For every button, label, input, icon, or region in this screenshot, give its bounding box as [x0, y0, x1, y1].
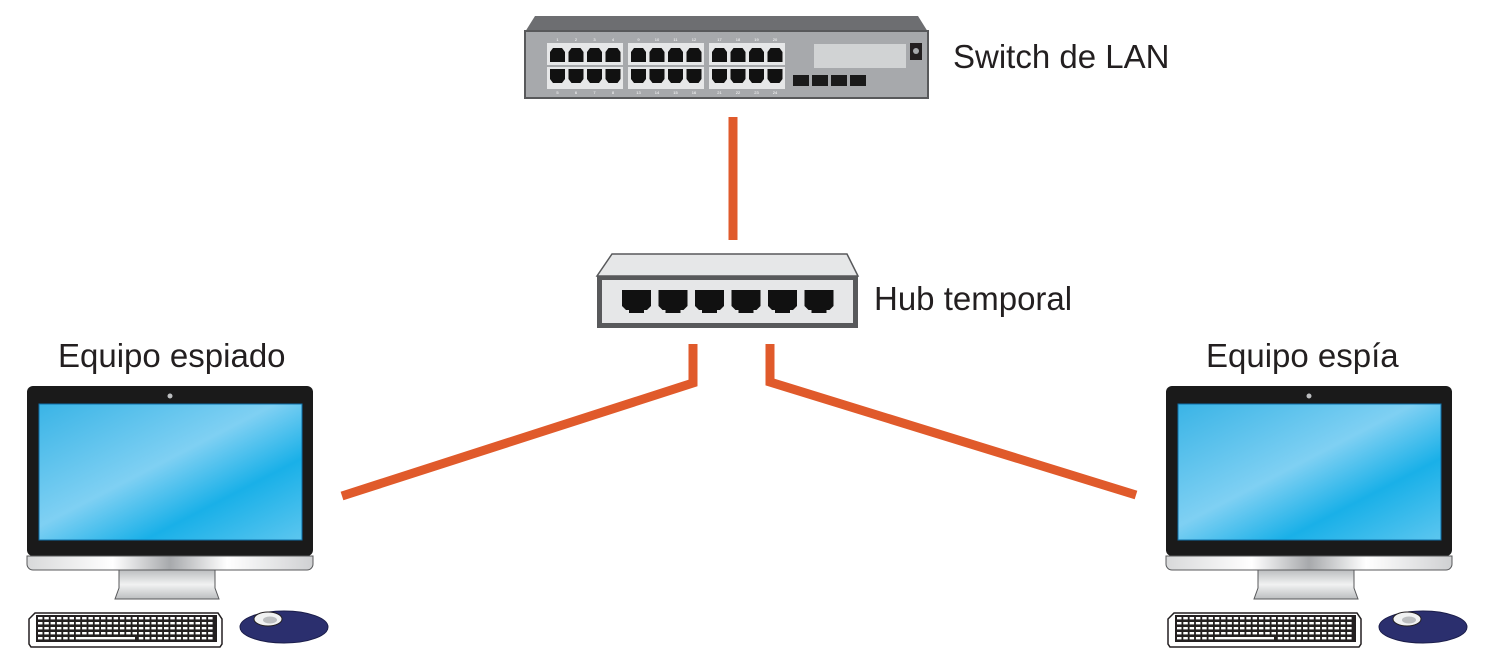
hub-port [622, 290, 651, 313]
monitor-screen [38, 403, 303, 541]
switch-label: Switch de LAN [953, 38, 1170, 75]
switch-port-label: 10 [655, 37, 660, 42]
switch-port [712, 69, 727, 83]
webcam-icon [1306, 393, 1312, 399]
switch-port-label: 16 [692, 90, 697, 95]
switch-port-label: 13 [636, 90, 641, 95]
switch-port [605, 48, 621, 62]
mouse-icon [239, 610, 329, 644]
switch-port [749, 69, 764, 83]
monitor-chin [1165, 555, 1453, 571]
keyboard-icon [1167, 612, 1362, 648]
switch-port [568, 69, 584, 83]
switch-port-label: 8 [612, 90, 615, 95]
switch-port [631, 69, 646, 83]
sfp-port [850, 75, 866, 86]
cables [340, 117, 1138, 501]
monitor-stand [114, 569, 220, 600]
webcam-icon [167, 393, 173, 399]
switch-port-label: 24 [773, 90, 778, 95]
switch-port-label: 21 [717, 90, 722, 95]
switch-port-label: 17 [717, 37, 722, 42]
cable-hub-spy [765, 344, 1138, 500]
switch-port-label: 9 [637, 37, 640, 42]
switch-port [550, 69, 565, 83]
hub-port [658, 290, 688, 313]
monitor-screen [1177, 403, 1442, 541]
switch-port [605, 69, 621, 83]
switch-port-label: 1 [556, 37, 559, 42]
switch-port-label: 23 [754, 90, 759, 95]
switch-port [730, 48, 746, 62]
switch-port-label: 18 [736, 37, 741, 42]
switch-port [712, 48, 727, 62]
switch-port-label: 7 [593, 90, 596, 95]
switch-port [668, 69, 683, 83]
hub-port [731, 290, 761, 313]
sfp-port [831, 75, 847, 86]
switch-port [767, 69, 783, 83]
switch-port-label: 15 [673, 90, 678, 95]
sfp-port [793, 75, 809, 86]
monitor-stand [1253, 569, 1359, 600]
switch-port [568, 48, 584, 62]
switch-port [631, 48, 646, 62]
switch-port [550, 48, 565, 62]
hub-port [804, 290, 834, 313]
switch-port [587, 69, 602, 83]
switch-port-label: 11 [673, 37, 678, 42]
hub-port [695, 290, 724, 313]
spy-computer-icon [1165, 386, 1468, 648]
hub-port [768, 290, 797, 313]
cable-hub-spied [340, 344, 698, 501]
switch-port-label: 12 [692, 37, 697, 42]
spied-computer-label: Equipo espiado [58, 337, 286, 374]
switch-port [686, 69, 702, 83]
monitor-chin [26, 555, 314, 571]
switch-port-label: 22 [736, 90, 741, 95]
sfp-port [812, 75, 828, 86]
mouse-icon [1378, 610, 1468, 644]
switch-port [668, 48, 683, 62]
switch-port-label: 6 [575, 90, 578, 95]
hub-icon [595, 253, 860, 328]
switch-port-label: 20 [773, 37, 778, 42]
switch-port [730, 69, 746, 83]
switch-port-label: 4 [612, 37, 615, 42]
switch-port-label: 3 [593, 37, 596, 42]
spied-computer-icon [26, 386, 329, 648]
switch-port-label: 19 [754, 37, 759, 42]
switch-port [587, 48, 602, 62]
keyboard-icon [28, 612, 223, 648]
switch-port [767, 48, 783, 62]
hub-label: Hub temporal [874, 280, 1073, 317]
switch-port-label: 2 [575, 37, 578, 42]
switch-port [649, 69, 665, 83]
switch-port-label: 14 [655, 90, 660, 95]
switch-port [649, 48, 665, 62]
switch-port-label: 5 [556, 90, 559, 95]
spy-computer-label: Equipo espía [1206, 337, 1399, 374]
switch-port [749, 48, 764, 62]
switch-port [686, 48, 702, 62]
